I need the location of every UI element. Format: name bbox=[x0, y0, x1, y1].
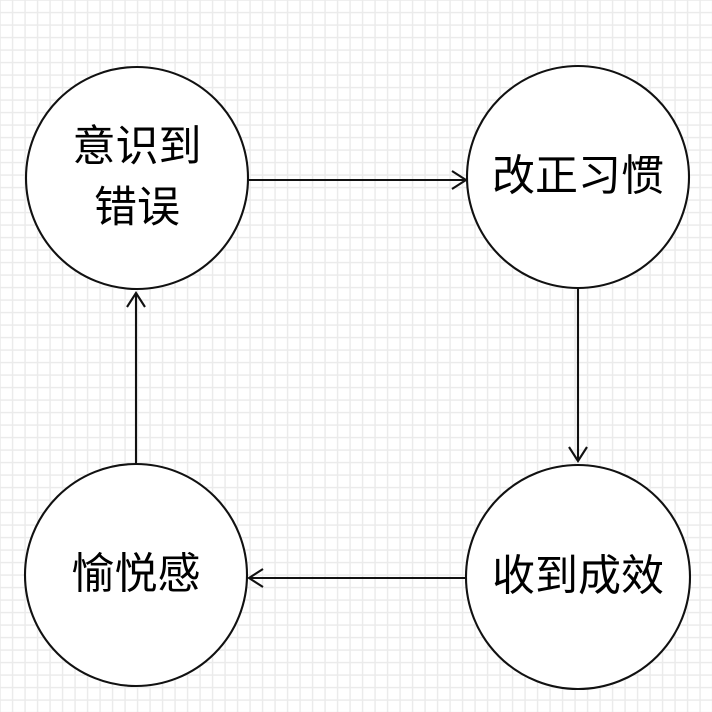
edge-results-to-pleasure[interactable] bbox=[247, 568, 466, 588]
node-circle-results[interactable] bbox=[464, 463, 692, 691]
node-circle-awareness[interactable] bbox=[24, 65, 250, 291]
node-circle-pleasure[interactable] bbox=[23, 462, 249, 688]
edge-awareness-to-correct-habit[interactable] bbox=[249, 170, 468, 190]
node-circle-correct-habit[interactable] bbox=[465, 64, 691, 290]
arrowhead-left-icon bbox=[247, 568, 264, 588]
arrowhead-up-icon bbox=[126, 291, 146, 308]
edge-correct-habit-to-results[interactable] bbox=[568, 288, 588, 463]
arrowhead-down-icon bbox=[568, 446, 588, 463]
edge-pleasure-to-awareness[interactable] bbox=[126, 291, 146, 464]
